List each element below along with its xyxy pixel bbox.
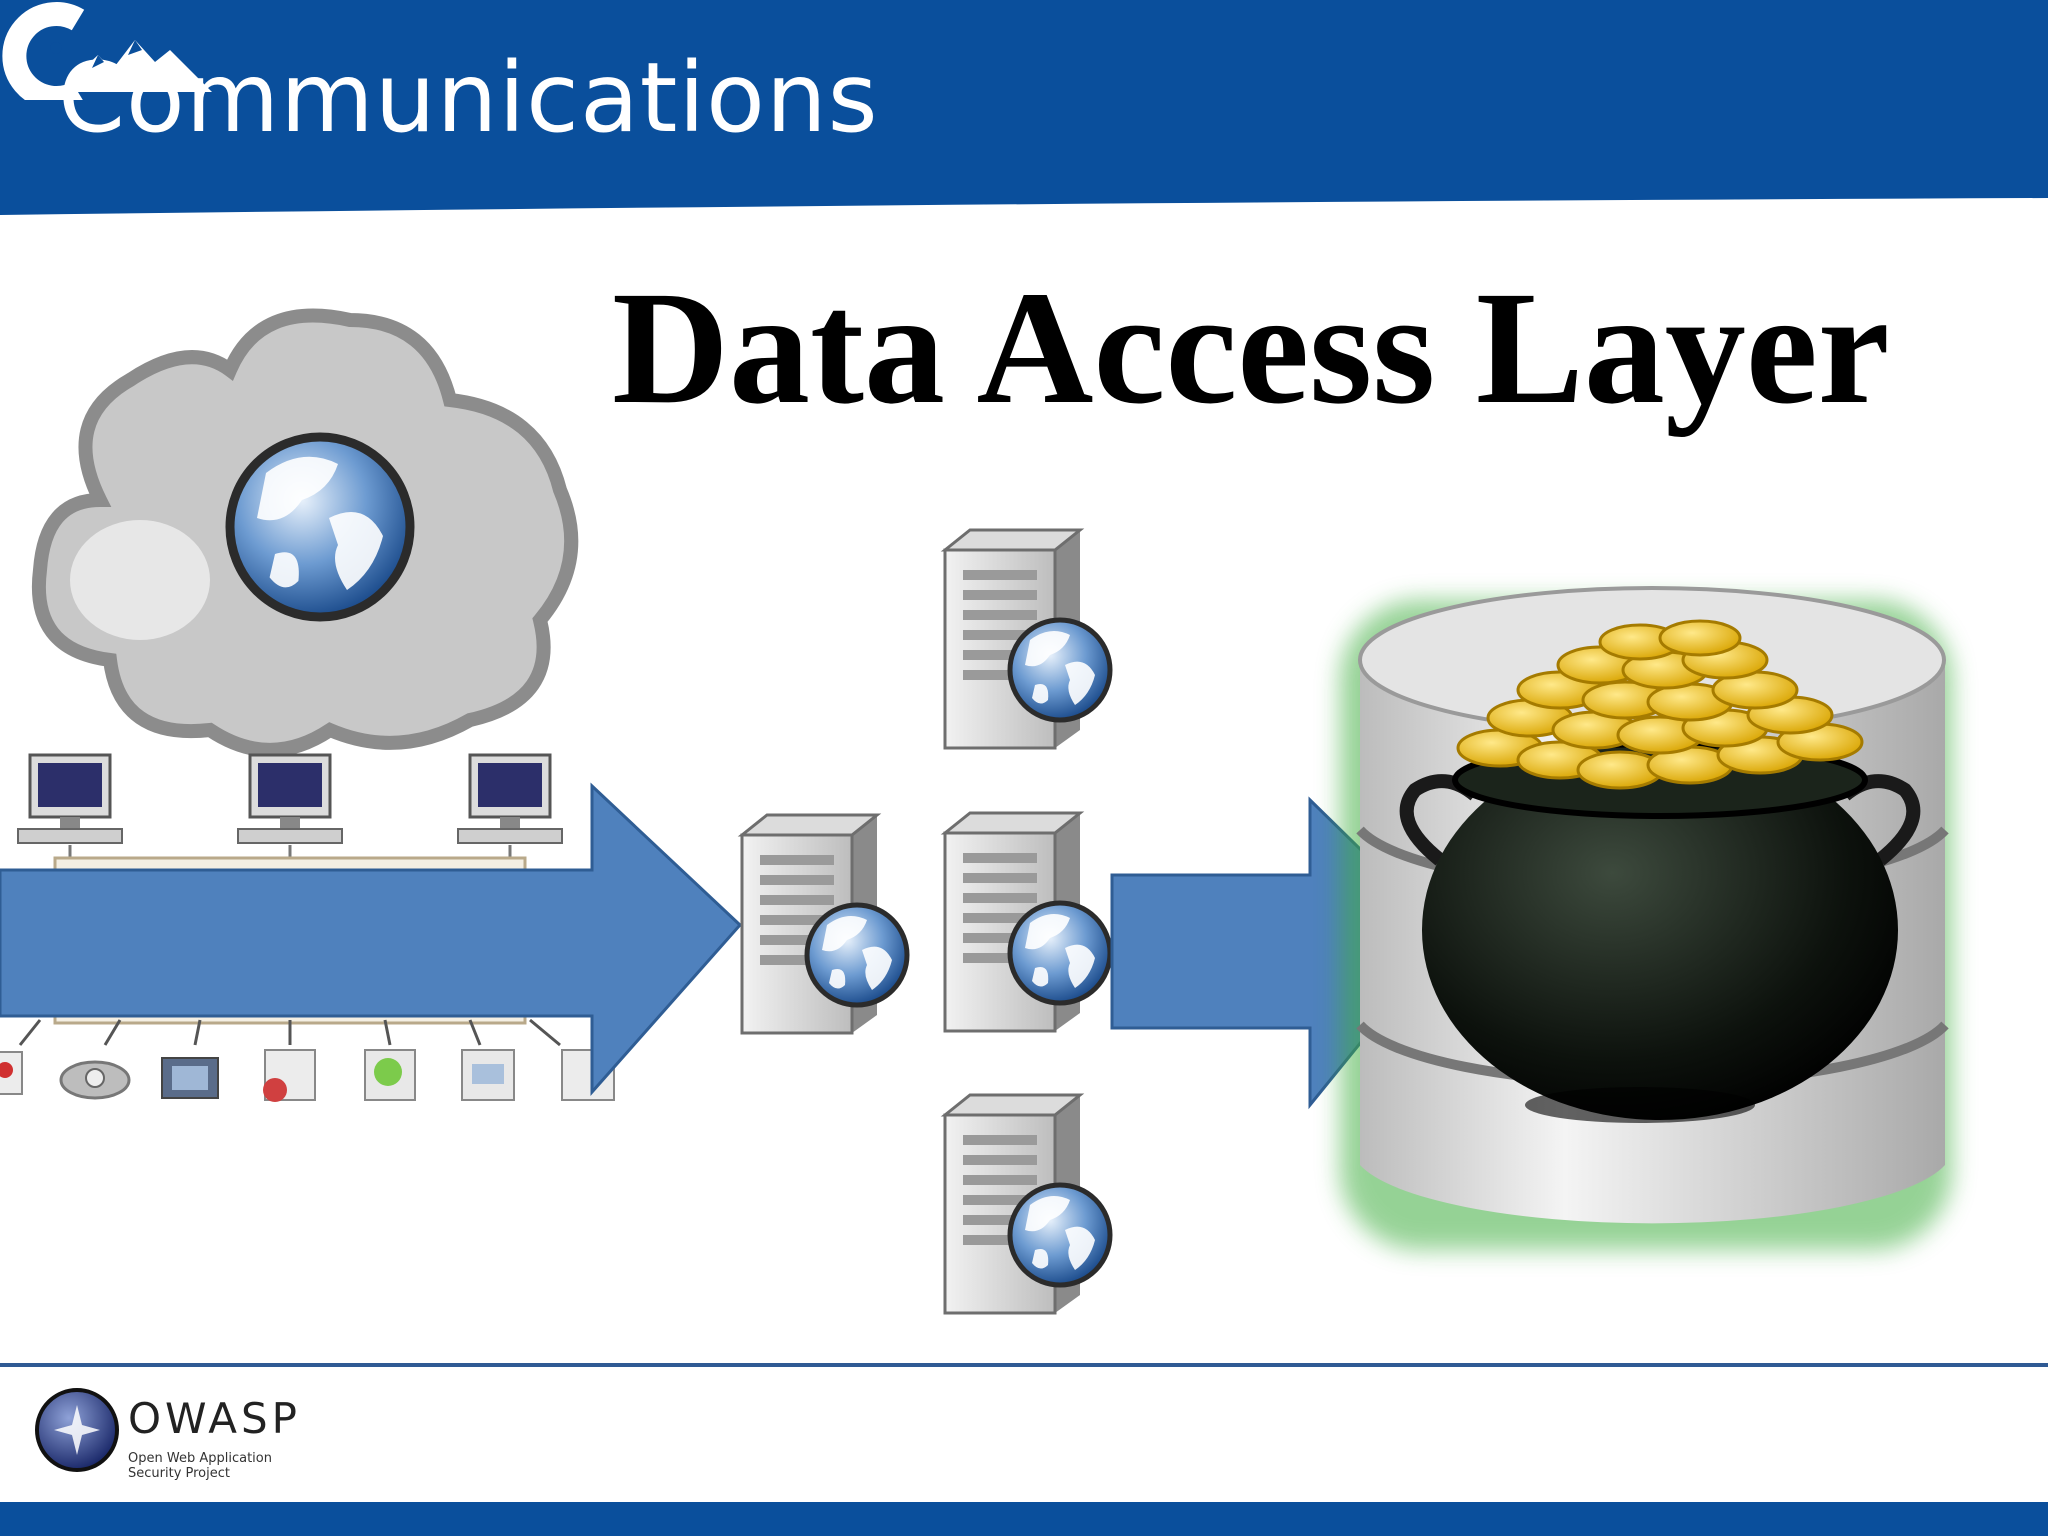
database-pot-of-gold-icon [1340,586,1952,1250]
header-banner: Communications [0,0,2048,215]
owasp-tagline: Open Web Application Security Project [128,1451,328,1482]
owasp-logo-icon [35,1388,119,1472]
internet-cloud-icon [31,308,579,757]
gateway-server-icon [742,815,907,1033]
slide-title: Communications [58,42,879,154]
owasp-tagline-line1: Open Web Application [128,1451,272,1466]
flow-arrow-to-gateway [0,782,743,1096]
footer-bar [0,1502,2048,1536]
owasp-name: OWASP [128,1394,302,1443]
main-heading: Data Access Layer [612,259,1890,438]
owasp-tagline-line2: Security Project [128,1465,230,1481]
application-server-icon [945,530,1110,1313]
mountain-c-logo-icon [2,2,212,100]
architecture-diagram [0,308,1952,1360]
footer-divider [0,1363,2048,1367]
header-background [0,0,2048,215]
